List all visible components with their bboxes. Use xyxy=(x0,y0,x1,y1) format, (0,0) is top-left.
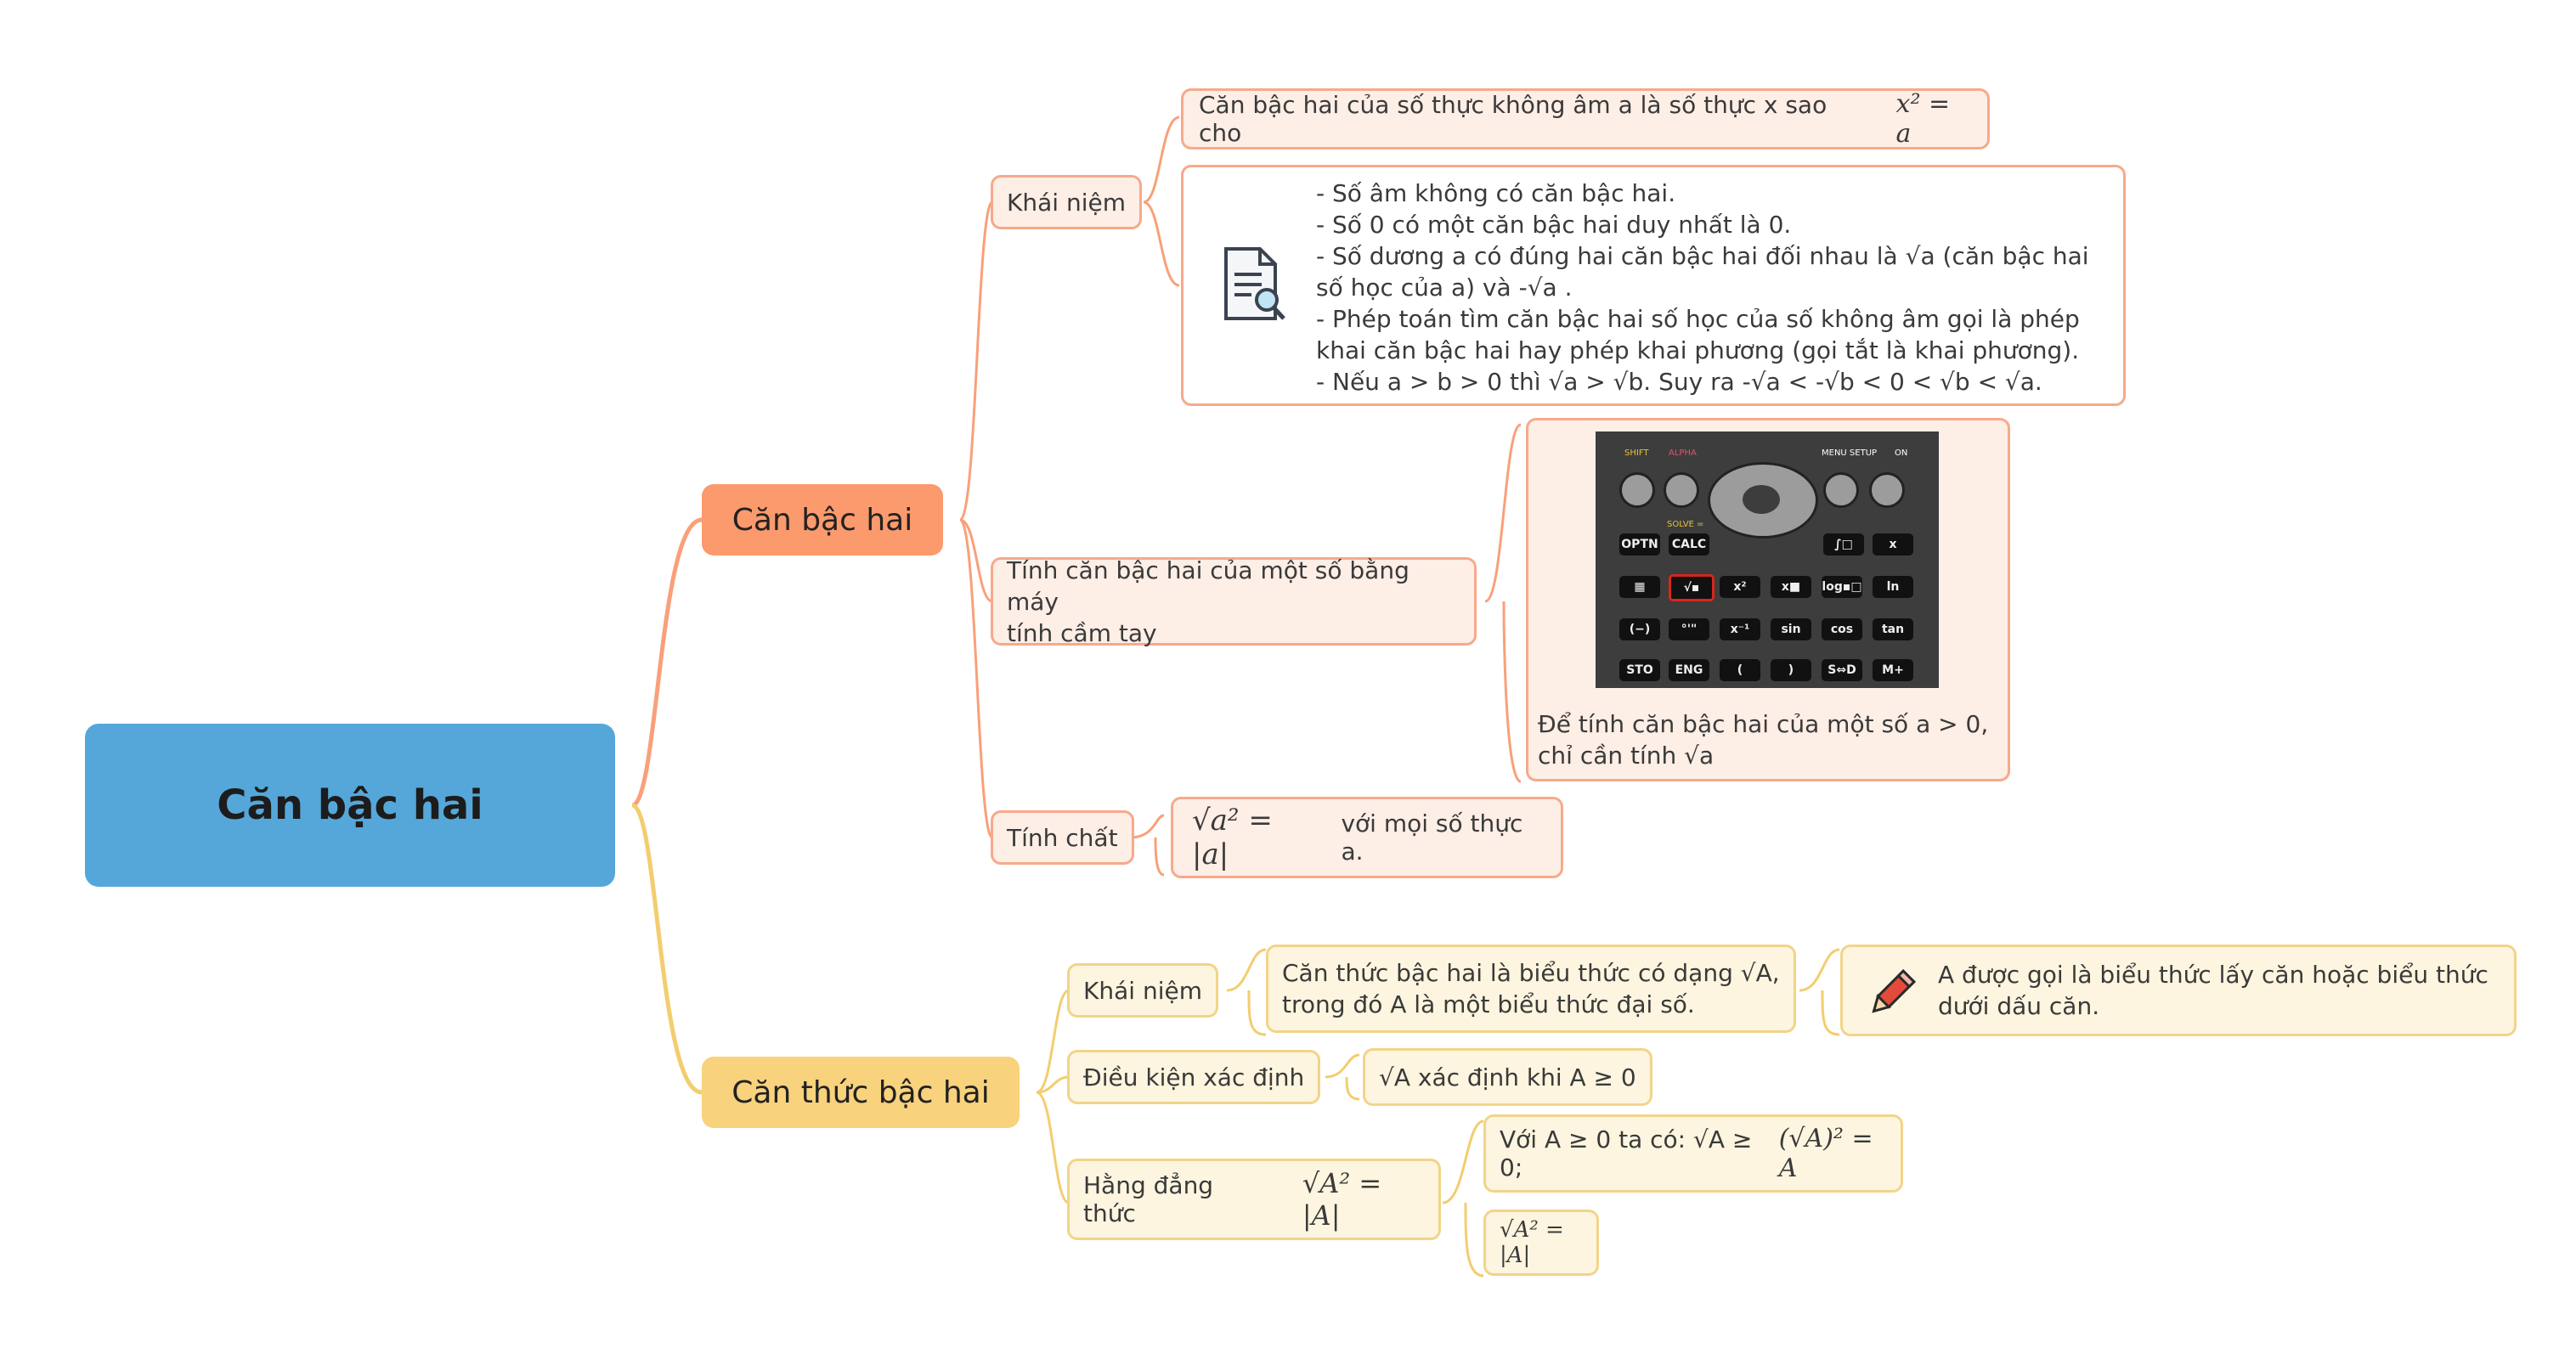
hang-dang-thuc-item1: Với A ≥ 0 ta có: √A ≥ 0; (√A)² = A xyxy=(1483,1114,1903,1193)
definition-line: trong đó A là một biểu thức đại số. xyxy=(1282,989,1695,1020)
branch-title: Căn bậc hai xyxy=(732,503,912,538)
caption-line: Để tính căn bậc hai của một số a > 0, xyxy=(1538,708,1988,740)
key-degree: °'" xyxy=(1669,618,1709,640)
may-tinh-node[interactable]: Tính căn bậc hai của một số bằng máy tín… xyxy=(991,557,1477,646)
note-line: A được gọi là biểu thức lấy căn hoặc biể… xyxy=(1938,959,2488,990)
key-m-plus: M+ xyxy=(1873,659,1913,681)
key-square: x² xyxy=(1720,576,1760,598)
on-label: ON xyxy=(1895,448,1907,458)
item1-formula: (√A)² = A xyxy=(1779,1124,1887,1183)
alpha-key xyxy=(1664,472,1699,508)
key-sto: STO xyxy=(1619,659,1660,681)
tinh-chat-formula: √a² = |a| xyxy=(1192,804,1312,871)
key-power: x■ xyxy=(1771,576,1811,598)
key-close-paren: ) xyxy=(1771,659,1811,681)
note-line: - Nếu a > b > 0 thì √a > √b. Suy ra -√a … xyxy=(1316,366,2089,398)
hang-dang-thuc-formula: √A² = |A| xyxy=(1302,1167,1425,1232)
key-cos: cos xyxy=(1822,618,1862,640)
key-sin: sin xyxy=(1771,618,1811,640)
definition-box: Căn bậc hai của số thực không âm a là số… xyxy=(1181,88,1990,149)
branch-can-thuc-bac-hai[interactable]: Căn thức bậc hai xyxy=(702,1057,1020,1128)
key-x: x xyxy=(1873,533,1913,556)
tinh-chat-box: √a² = |a| với mọi số thực a. xyxy=(1171,797,1563,878)
key-log: log▪□ xyxy=(1822,576,1862,598)
key-fraction: ▦ xyxy=(1619,576,1660,598)
key-optn: OPTN xyxy=(1619,533,1660,556)
alpha-label: ALPHA xyxy=(1669,448,1697,458)
hang-dang-thuc-node[interactable]: Hằng đẳng thức √A² = |A| xyxy=(1067,1159,1441,1240)
dieu-kien-text: √A xác định khi A ≥ 0 xyxy=(1379,1063,1636,1091)
item2-formula: √A² = |A| xyxy=(1500,1217,1583,1268)
note-line: dưới dấu căn. xyxy=(1938,990,2099,1022)
hang-dang-thuc-label: Hằng đẳng thức xyxy=(1083,1171,1268,1227)
key-s-d: S⇔D xyxy=(1822,659,1862,681)
notes-text: - Số âm không có căn bậc hai. - Số 0 có … xyxy=(1316,178,2089,398)
note-line: - Số dương a có đúng hai căn bậc hai đối… xyxy=(1316,240,2089,272)
root-node[interactable]: Căn bậc hai xyxy=(85,724,615,887)
khai-niem-label: Khái niệm xyxy=(1007,189,1126,217)
key-integral: ∫□ xyxy=(1823,533,1864,556)
key-calc: CALC xyxy=(1669,533,1709,556)
note-line: số học của a) và -√a . xyxy=(1316,272,2089,303)
item1-text: Với A ≥ 0 ta có: √A ≥ 0; xyxy=(1500,1125,1754,1182)
shift-label: SHIFT xyxy=(1624,448,1649,458)
caption-line: chỉ cần tính √a xyxy=(1538,740,1988,771)
definition-text: Căn bậc hai của số thực không âm a là số… xyxy=(1199,91,1866,147)
menu-key xyxy=(1823,472,1859,508)
notes-box: - Số âm không có căn bậc hai. - Số 0 có … xyxy=(1181,165,2126,406)
definition-line: Căn thức bậc hai là biểu thức có dạng √A… xyxy=(1282,957,1780,989)
hang-dang-thuc-item2: √A² = |A| xyxy=(1483,1210,1599,1276)
khai-niem-2-node[interactable]: Khái niệm xyxy=(1067,963,1218,1018)
bieu-thuc-note-box: A được gọi là biểu thức lấy căn hoặc biể… xyxy=(1840,945,2517,1036)
note-line: - Số 0 có một căn bậc hai duy nhất là 0. xyxy=(1316,209,2089,240)
may-tinh-label-line: tính cầm tay xyxy=(1007,618,1157,649)
dieu-kien-label: Điều kiện xác định xyxy=(1083,1063,1304,1091)
note-line: - Số âm không có căn bậc hai. xyxy=(1316,178,2089,209)
key-tan: tan xyxy=(1873,618,1913,640)
key-negative: (−) xyxy=(1619,618,1660,640)
tinh-chat-text: với mọi số thực a. xyxy=(1341,809,1542,866)
key-eng: ENG xyxy=(1669,659,1709,681)
dieu-kien-box: √A xác định khi A ≥ 0 xyxy=(1363,1048,1652,1106)
tinh-chat-node[interactable]: Tính chất xyxy=(991,810,1134,865)
may-tinh-label-line: Tính căn bậc hai của một số bằng máy xyxy=(1007,555,1460,618)
note-line: - Phép toán tìm căn bậc hai số học của s… xyxy=(1316,303,2089,335)
definition-formula: x² = a xyxy=(1896,89,1972,149)
calculator-caption: Để tính căn bậc hai của một số a > 0, ch… xyxy=(1538,708,1988,771)
direction-pad xyxy=(1708,462,1818,539)
branch-can-bac-hai[interactable]: Căn bậc hai xyxy=(702,484,943,556)
khai-niem-node[interactable]: Khái niệm xyxy=(991,175,1142,229)
pencil-icon xyxy=(1865,967,1918,1020)
key-inverse: x⁻¹ xyxy=(1720,618,1760,640)
document-search-icon xyxy=(1219,245,1291,324)
khai-niem-2-label: Khái niệm xyxy=(1083,977,1202,1005)
solve-label: SOLVE = xyxy=(1667,520,1703,529)
key-open-paren: ( xyxy=(1720,659,1760,681)
root-title: Căn bậc hai xyxy=(217,781,483,829)
calculator-image: SHIFT ALPHA MENU SETUP ON SOLVE = OPTN C… xyxy=(1596,431,1939,688)
on-key xyxy=(1869,472,1905,508)
key-sqrt-highlighted: √▪ xyxy=(1669,574,1715,601)
shift-key xyxy=(1619,472,1655,508)
tinh-chat-label: Tính chất xyxy=(1007,824,1118,852)
key-ln: ln xyxy=(1873,576,1913,598)
branch-title: Căn thức bậc hai xyxy=(732,1075,989,1110)
dieu-kien-node[interactable]: Điều kiện xác định xyxy=(1067,1050,1320,1104)
menu-label: MENU SETUP xyxy=(1822,448,1877,458)
can-thuc-definition-box: Căn thức bậc hai là biểu thức có dạng √A… xyxy=(1266,945,1796,1033)
note-line: khai căn bậc hai hay phép khai phương (g… xyxy=(1316,335,2089,366)
